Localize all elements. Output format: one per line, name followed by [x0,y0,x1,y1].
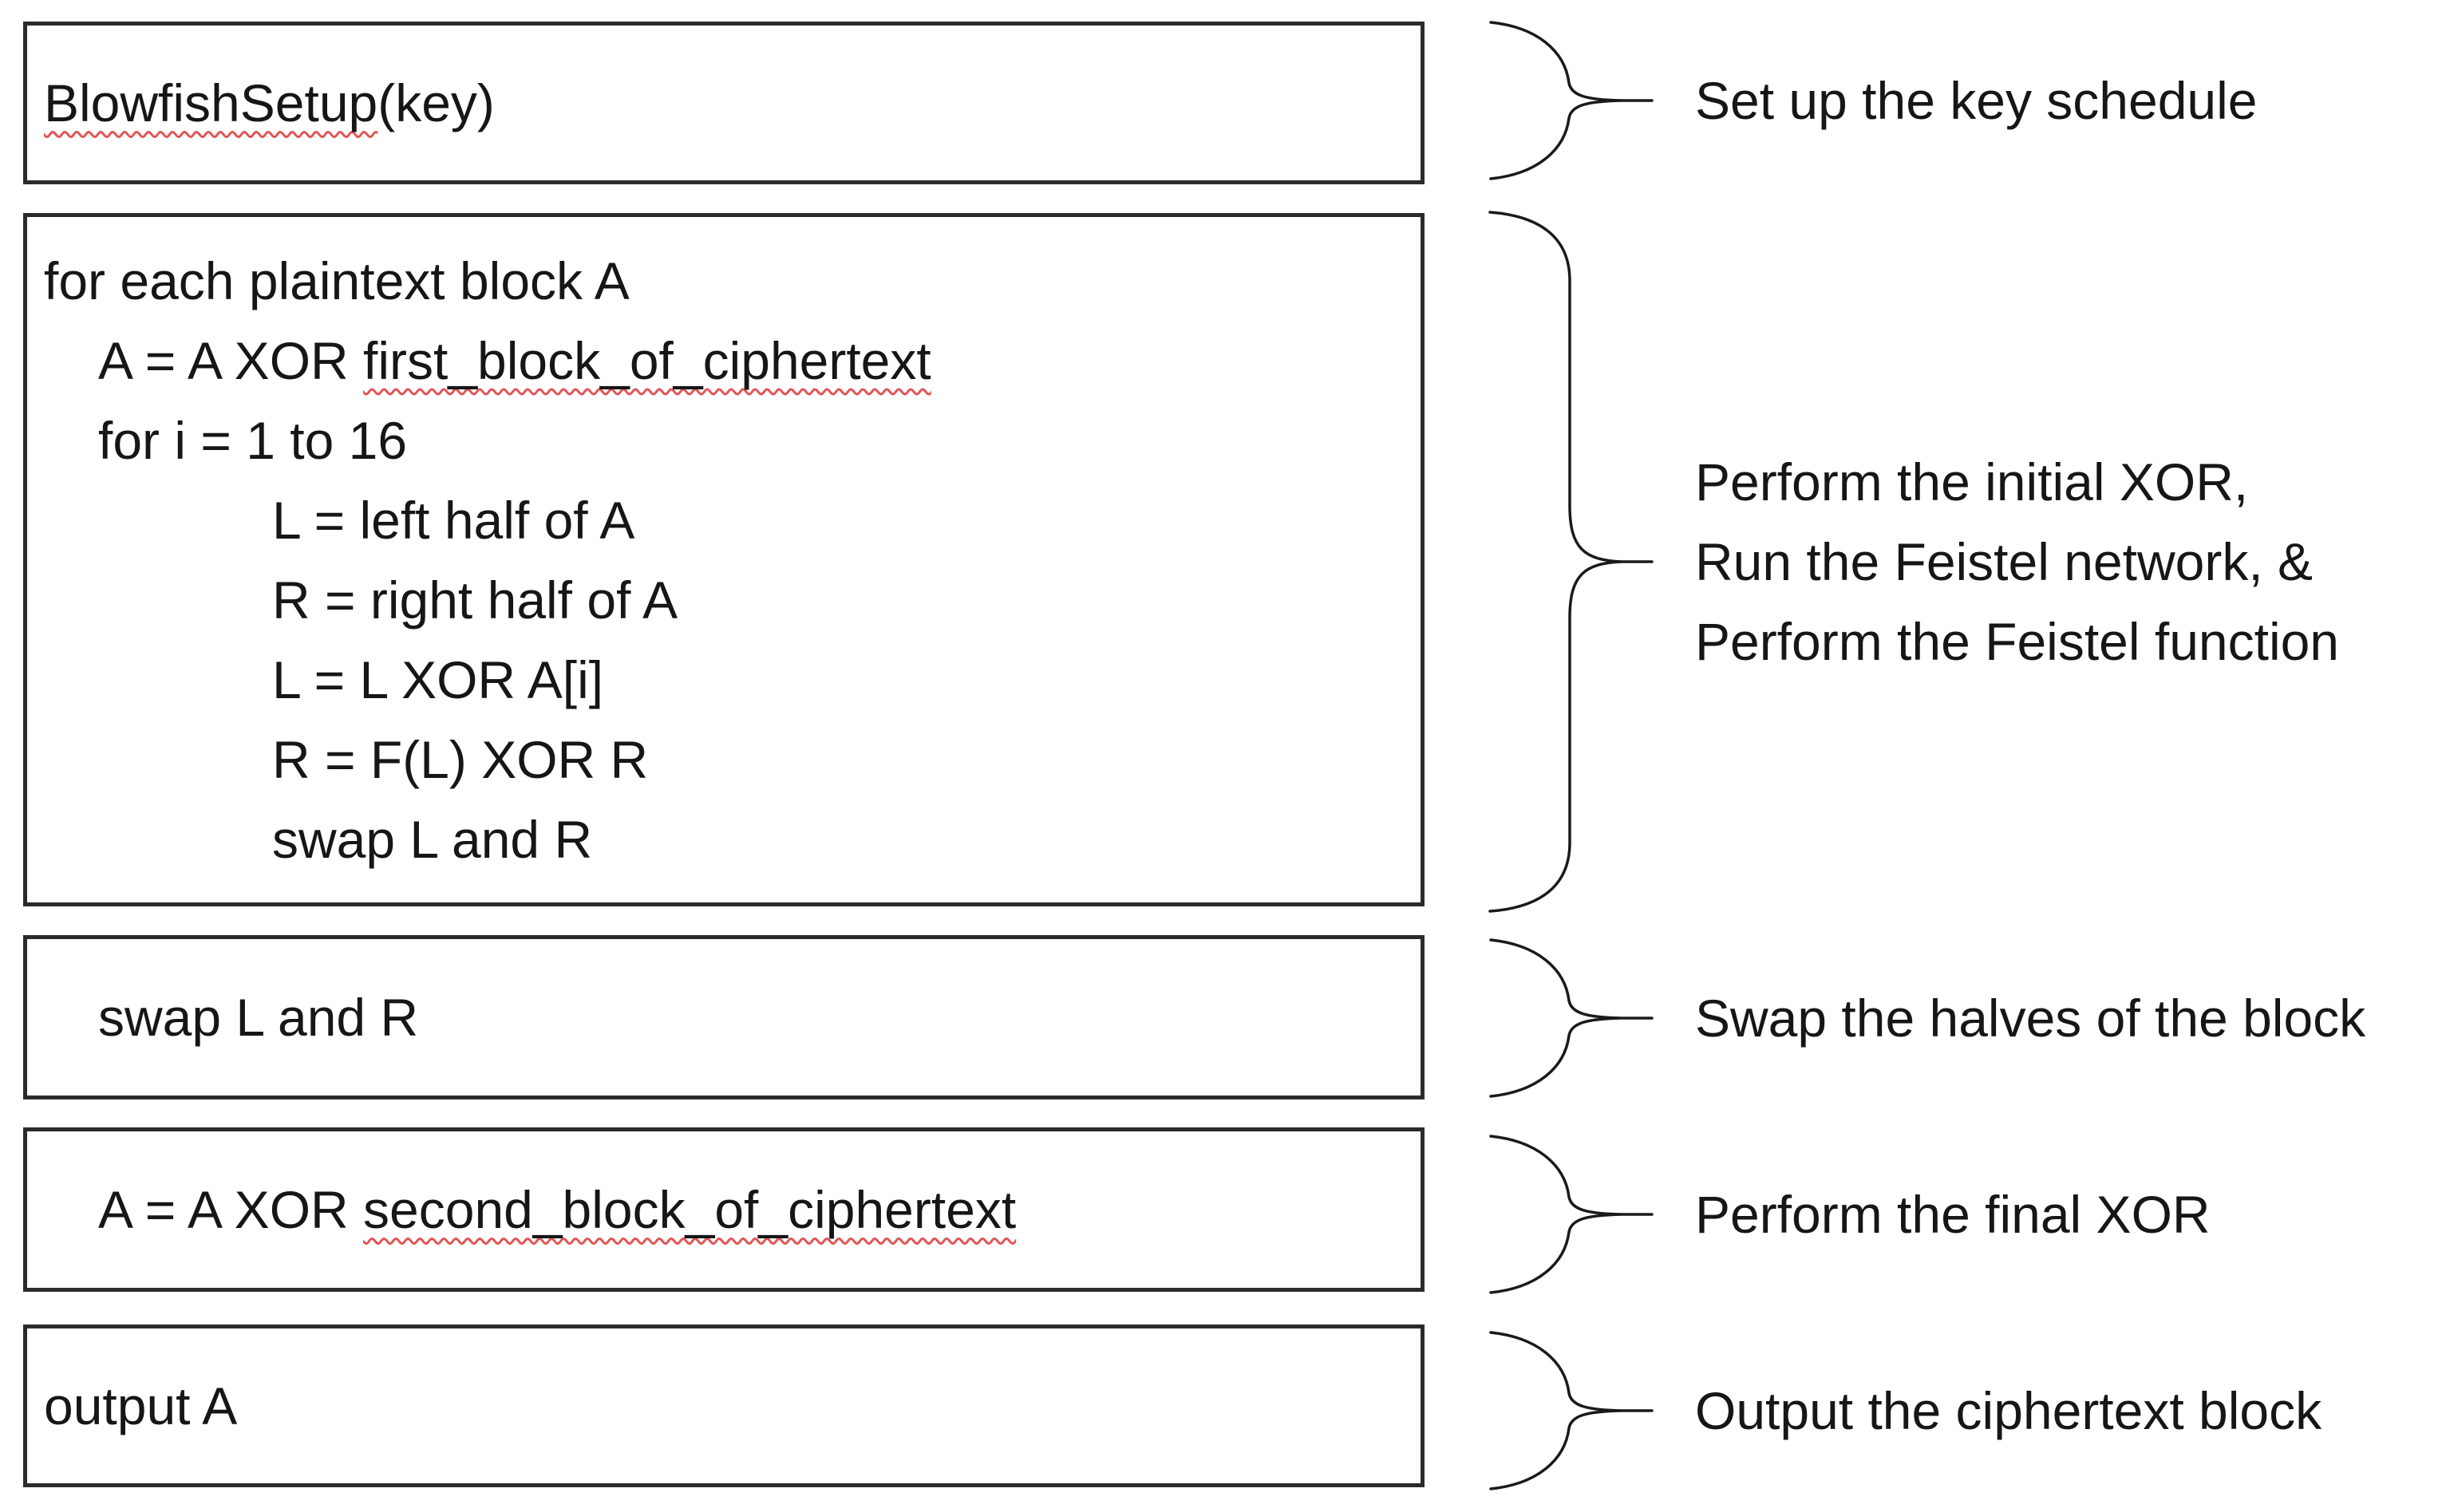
annotation-line: Perform the initial XOR, [1695,452,2249,511]
misspelled-text: first_block_of_ciphertext [363,330,931,390]
code-text: A = A XOR [98,330,364,390]
misspelled-text: second_block_of_ciphertext [363,1180,1017,1239]
code-line: A = A XOR first_block_of_ciphertext [27,321,1421,401]
curly-brace-icon [1489,21,1654,180]
curly-brace-icon [1489,1135,1654,1294]
misspelled-text: BlowfishSetup [44,73,378,132]
code-line: for each plaintext block A [27,241,1421,321]
annotation-line: Run the Feistel network, & [1695,532,2314,591]
annotation-swap-halves: Swap the halves of the block [1695,978,2365,1058]
code-line: A = A XOR second_block_of_ciphertext [27,1170,1421,1249]
annotation-set-up-key-schedule: Set up the key schedule [1695,61,2257,140]
pseudocode-box-swap: swap L and R [23,935,1425,1099]
annotation-output-block: Output the ciphertext block [1695,1371,2322,1451]
code-text: L = left half of A [272,490,635,550]
code-text: (key) [377,73,495,132]
curly-brace-icon [1489,938,1654,1098]
code-line: swap L and R [27,799,1421,879]
curly-brace-icon [1489,1331,1654,1490]
code-line: swap L and R [27,977,1421,1057]
code-line: BlowfishSetup(key) [27,63,1421,143]
pseudocode-box-output: output A [23,1324,1425,1487]
code-text: output A [44,1376,238,1435]
code-text: swap L and R [272,809,593,869]
code-text: R = right half of A [272,570,678,630]
pseudocode-box-main-loop: for each plaintext block A A = A XOR firs… [23,213,1425,906]
annotation-line: Swap the halves of the block [1695,989,2366,1048]
code-text: A = A XOR [98,1180,364,1239]
code-text: L = L XOR A[i] [272,649,604,709]
code-line: L = L XOR A[i] [27,640,1421,720]
annotation-final-xor: Perform the final XOR [1695,1174,2211,1254]
code-line: L = left half of A [27,480,1421,560]
annotation-line: Output the ciphertext block [1695,1381,2322,1440]
annotation-xor-feistel: Perform the initial XOR, Run the Feistel … [1695,442,2339,681]
annotation-line: Perform the final XOR [1695,1185,2211,1244]
pseudocode-box-final-xor: A = A XOR second_block_of_ciphertext [23,1127,1425,1292]
code-line: output A [27,1366,1421,1446]
code-text: for i = 1 to 16 [98,410,408,470]
code-text: R = F(L) XOR R [272,729,649,789]
pseudocode-box-key-setup: BlowfishSetup(key) [23,22,1425,184]
curly-brace-icon [1488,211,1654,913]
code-line: R = F(L) XOR R [27,720,1421,799]
annotation-line: Perform the Feistel function [1695,612,2340,671]
annotation-line: Set up the key schedule [1695,71,2258,130]
code-line: for i = 1 to 16 [27,401,1421,480]
code-text: swap L and R [98,988,419,1047]
code-line: R = right half of A [27,560,1421,640]
code-text: for each plaintext block A [44,251,630,310]
